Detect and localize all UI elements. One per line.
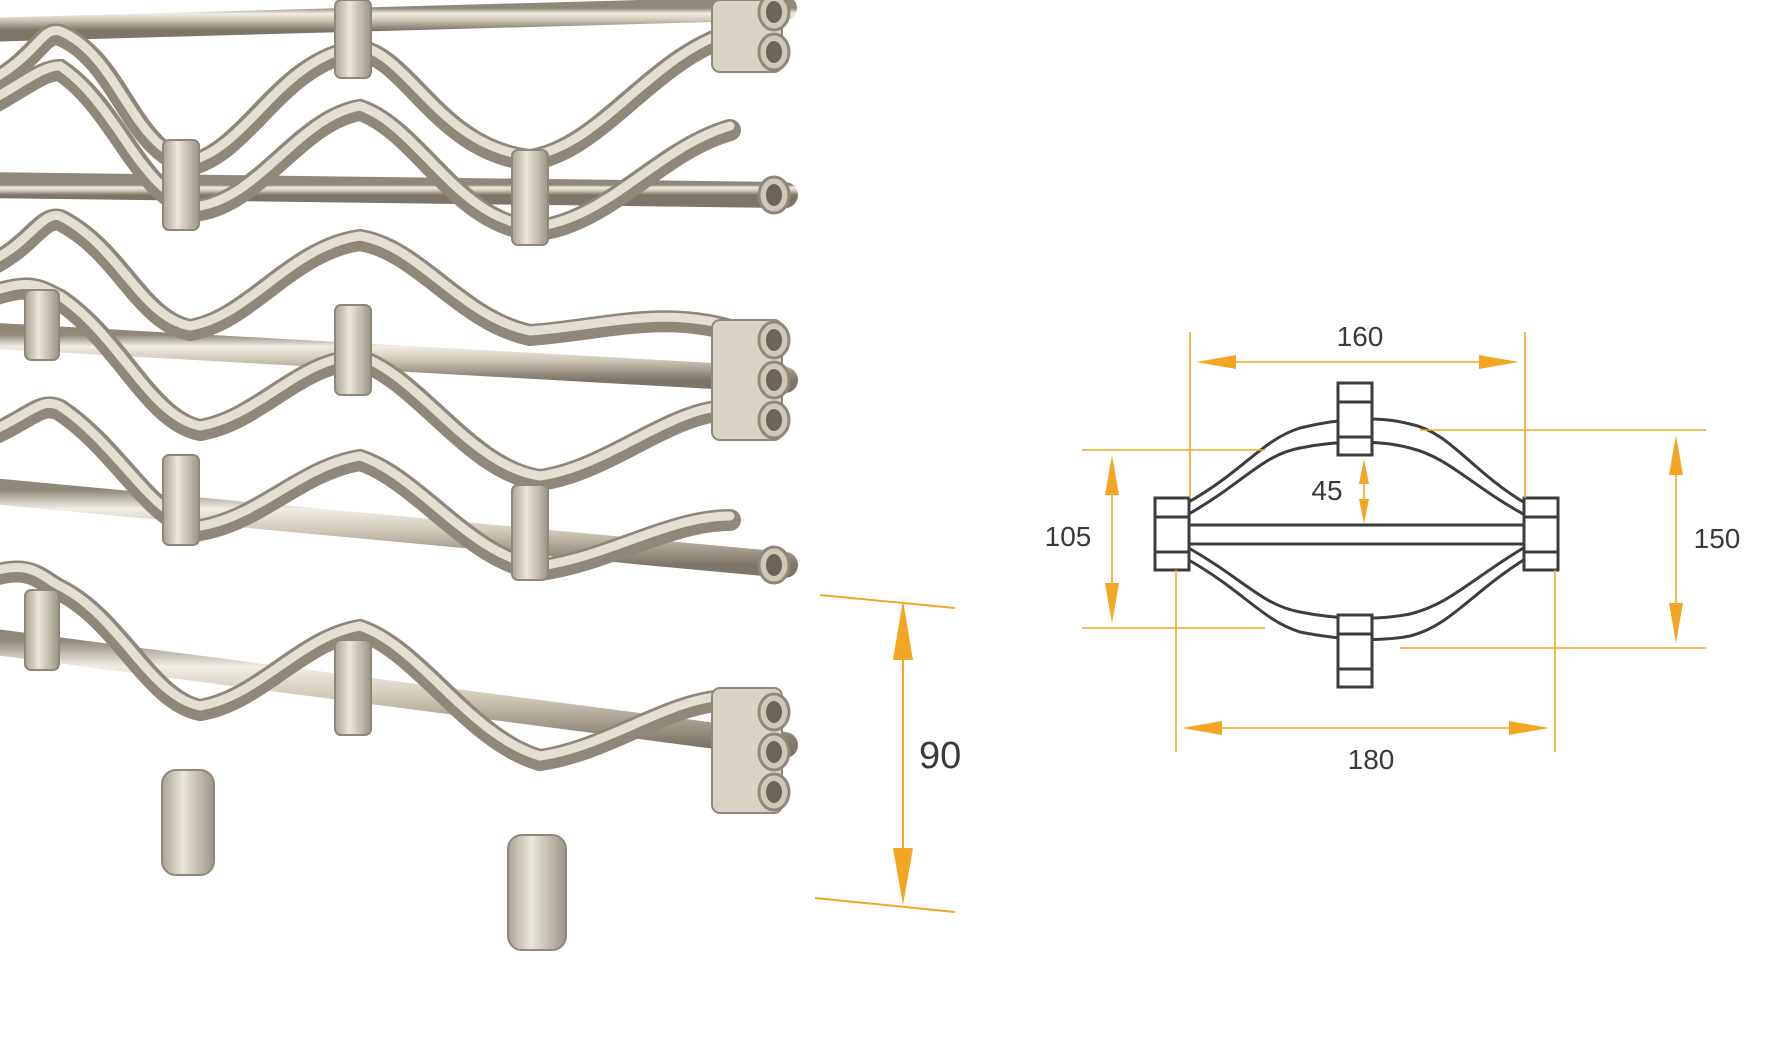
crimp-clip bbox=[334, 304, 372, 396]
wavy-wires bbox=[0, 23, 741, 772]
inner-gap-label: 45 bbox=[1311, 475, 1342, 506]
arrow-up bbox=[893, 600, 913, 660]
section-dimension-labels: 160 180 105 150 45 bbox=[1045, 321, 1741, 775]
cross-section-drawing: 160 180 105 150 45 bbox=[1045, 321, 1741, 775]
left-height-label: 105 bbox=[1045, 521, 1092, 552]
crimp-clips bbox=[24, 0, 567, 951]
lower-wire-inner bbox=[1186, 545, 1526, 620]
bottom-crimp-clip bbox=[1336, 613, 1374, 689]
tube-ends bbox=[711, 0, 791, 814]
tube-end-group bbox=[711, 0, 791, 73]
arrow-105-bottom bbox=[1105, 583, 1119, 623]
top-crimp-clip bbox=[1336, 381, 1374, 457]
crimp-clip bbox=[334, 0, 372, 79]
arrow-160-left bbox=[1196, 355, 1236, 369]
tube-end-group bbox=[757, 175, 791, 215]
extension-line-bottom bbox=[814, 897, 956, 913]
arrow-180-left bbox=[1182, 721, 1222, 735]
arrow-45-bottom bbox=[1359, 499, 1369, 524]
arrow-105-top bbox=[1105, 455, 1119, 495]
wave-highlight bbox=[0, 562, 735, 761]
tube-end-group bbox=[757, 545, 791, 585]
rod bbox=[0, 0, 797, 42]
right-crimp-clip bbox=[1522, 496, 1560, 572]
rod bbox=[0, 478, 798, 578]
mesh-height-dimension: 90 bbox=[814, 594, 961, 913]
section-outline bbox=[1153, 381, 1560, 689]
wave-highlight bbox=[0, 61, 735, 231]
arrow-45-top bbox=[1359, 459, 1369, 484]
arrow-down bbox=[893, 848, 913, 905]
rod bbox=[0, 172, 798, 208]
crimp-clip bbox=[24, 589, 60, 671]
extension-line-top bbox=[819, 594, 956, 609]
crimp-clip bbox=[162, 454, 200, 546]
section-dimension-arrows bbox=[1105, 355, 1683, 735]
bottom-width-label: 180 bbox=[1348, 744, 1395, 775]
left-crimp-clip bbox=[1153, 496, 1191, 572]
arrow-150-bottom bbox=[1669, 603, 1683, 643]
crimp-clip bbox=[161, 769, 215, 876]
wave-highlight bbox=[0, 279, 735, 481]
crimp-clip bbox=[511, 149, 549, 246]
crimp-clip bbox=[507, 834, 567, 951]
top-width-label: 160 bbox=[1337, 321, 1384, 352]
arrow-150-top bbox=[1669, 435, 1683, 475]
tube-end-group bbox=[711, 687, 791, 814]
arrow-160-right bbox=[1479, 355, 1519, 369]
wave-highlight bbox=[0, 211, 735, 336]
crimp-clip bbox=[24, 289, 60, 361]
wave-highlight bbox=[0, 26, 735, 166]
crimp-clip bbox=[511, 484, 549, 581]
tube-end-group bbox=[711, 319, 791, 441]
crimp-clip bbox=[162, 139, 200, 231]
arrow-180-right bbox=[1509, 721, 1549, 735]
wire-mesh-rendering bbox=[0, 0, 798, 951]
mesh-height-label: 90 bbox=[919, 735, 961, 777]
wave-highlight bbox=[0, 398, 735, 571]
crimp-clip bbox=[334, 639, 372, 736]
right-height-label: 150 bbox=[1694, 523, 1741, 554]
